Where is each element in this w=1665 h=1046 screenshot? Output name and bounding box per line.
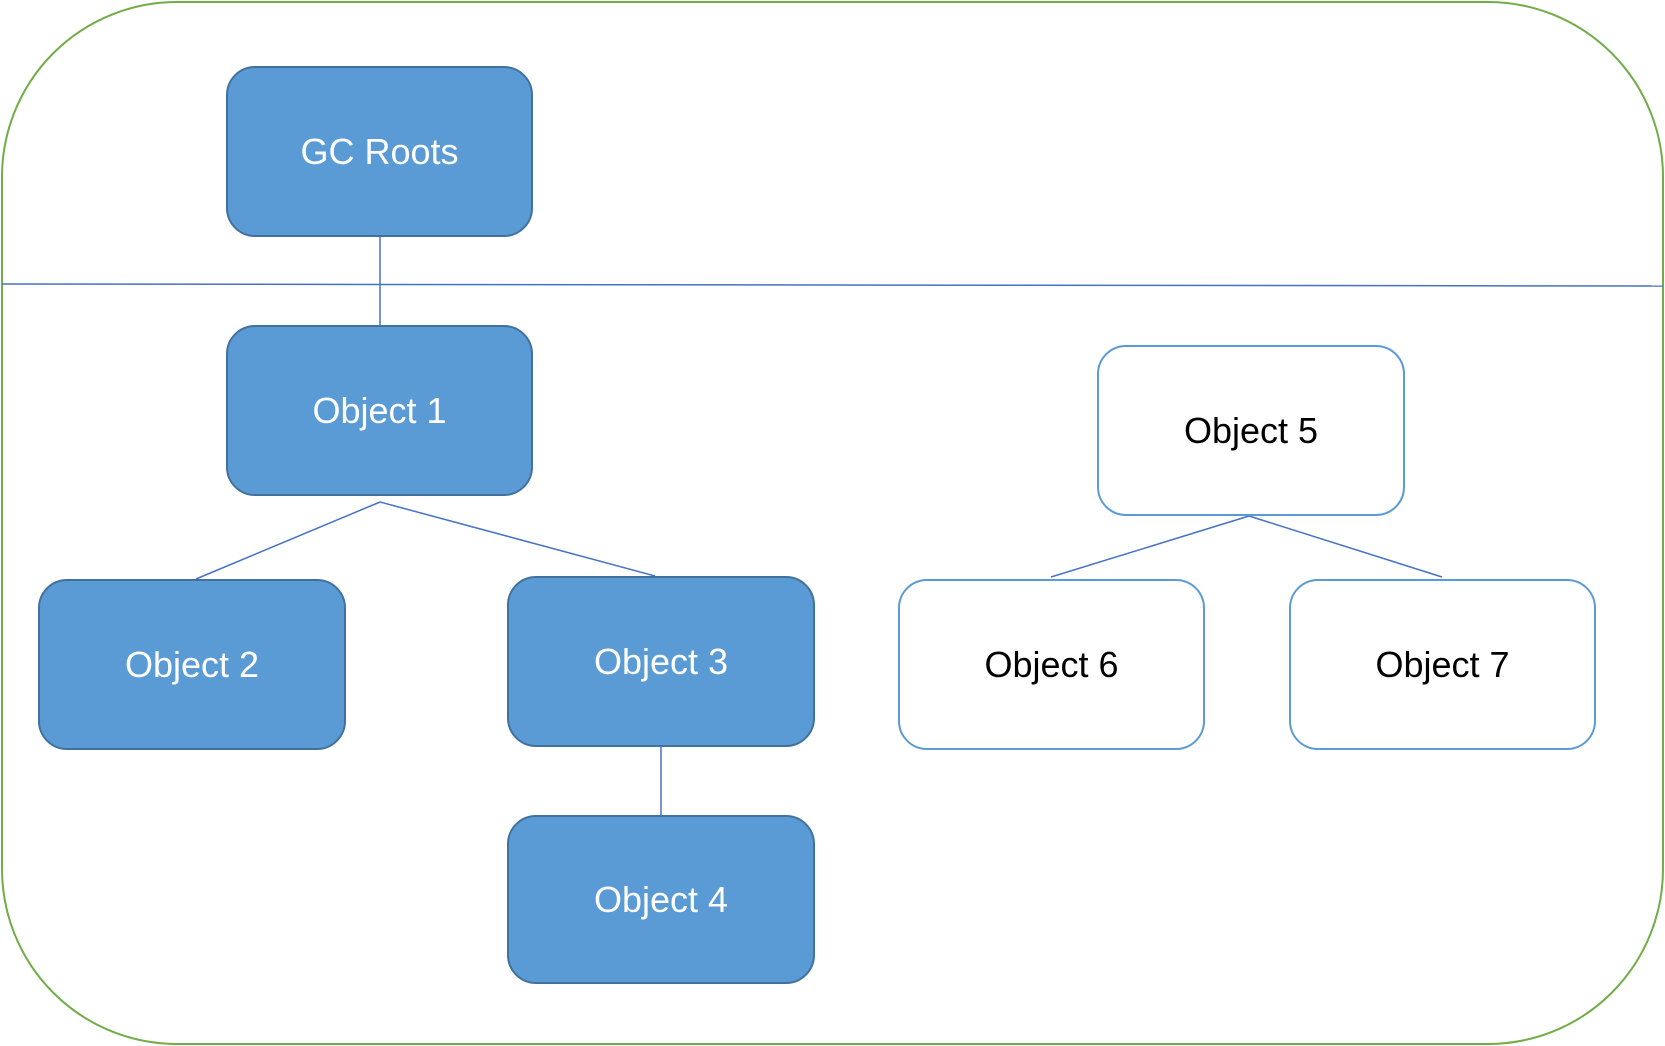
node-label: Object 6 [984, 643, 1119, 685]
node-object-7: Object 7 [1289, 579, 1596, 750]
node-object-2: Object 2 [38, 579, 346, 750]
node-label: GC Roots [300, 130, 459, 172]
edge-object-5-object-6 [1050, 515, 1250, 578]
edge-object-1-object-3 [379, 501, 656, 577]
node-label: Object 1 [312, 389, 447, 431]
node-label: Object 3 [593, 640, 729, 682]
node-object-4: Object 4 [507, 815, 815, 984]
edge-object-5-object-7 [1248, 515, 1443, 578]
edge-object-1-object-2 [195, 501, 381, 580]
node-object-6: Object 6 [898, 579, 1205, 750]
node-object-3: Object 3 [507, 576, 815, 747]
node-gc-roots: GC Roots [226, 66, 533, 237]
node-object-1: Object 1 [226, 325, 533, 496]
gc-roots-divider [1, 283, 1664, 287]
node-label: Object 7 [1375, 643, 1510, 685]
node-label: Object 2 [124, 643, 260, 685]
node-object-5: Object 5 [1097, 345, 1405, 516]
node-label: Object 4 [593, 878, 729, 920]
node-label: Object 5 [1183, 409, 1319, 451]
